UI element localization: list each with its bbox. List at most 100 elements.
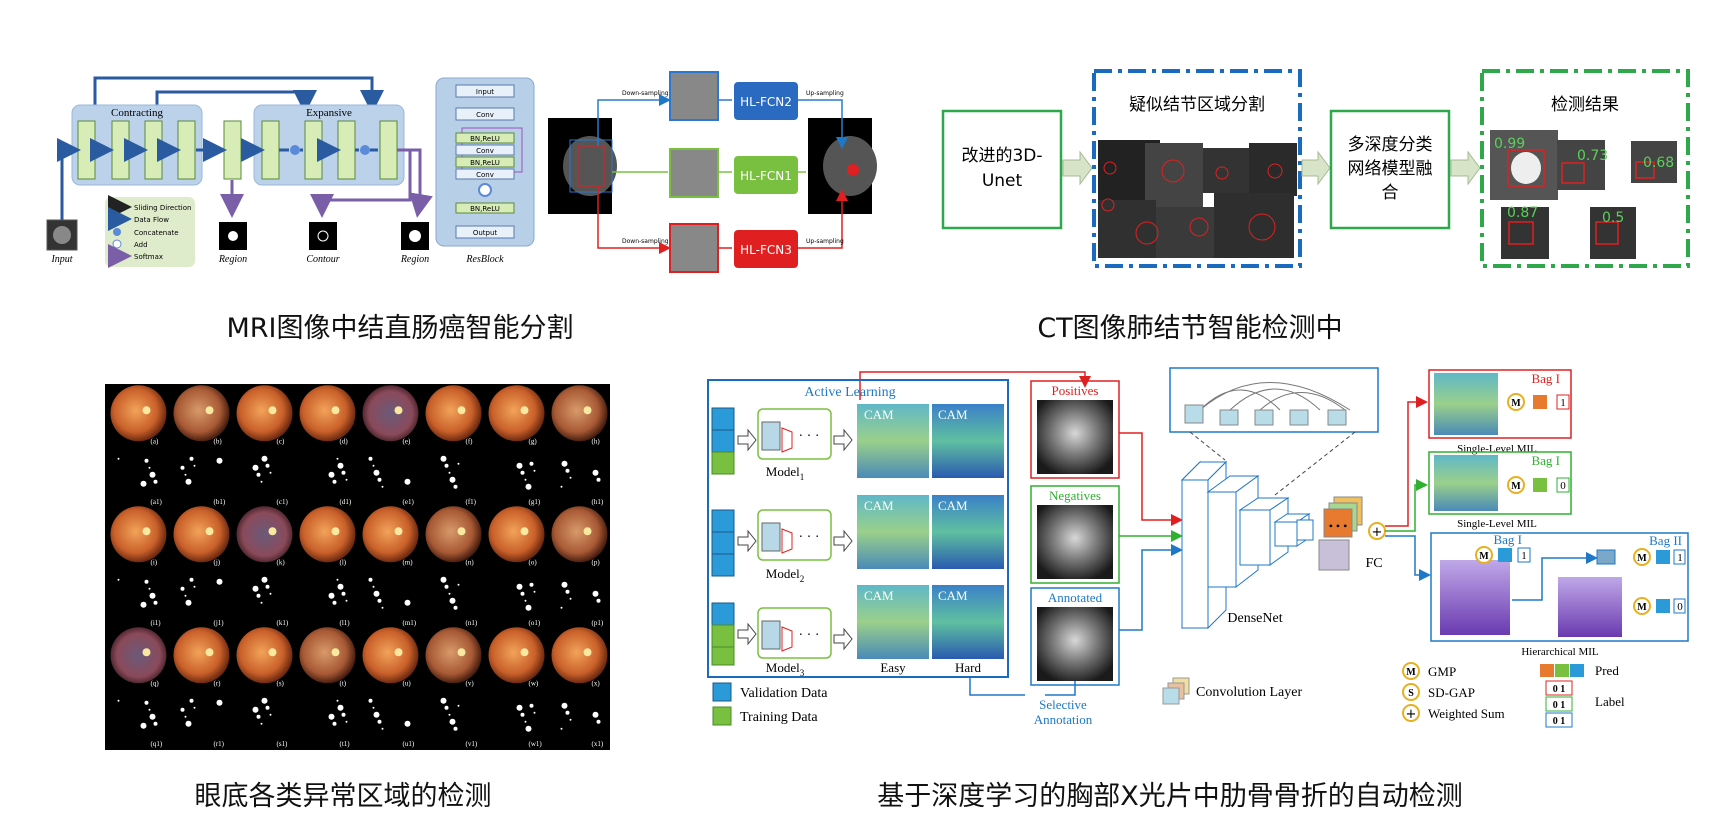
hl-fcn2-block xyxy=(734,82,798,120)
svg-text:Bag I: Bag I xyxy=(1531,453,1560,468)
lesion-spot xyxy=(260,601,263,604)
lesion-spot xyxy=(140,601,147,608)
svg-text:Conv: Conv xyxy=(476,111,494,119)
lesion-spot xyxy=(148,466,151,469)
lesion-spot xyxy=(345,599,348,602)
svg-text:Sliding Direction: Sliding Direction xyxy=(134,204,191,212)
lesion-spot xyxy=(180,465,185,470)
pred-label: Pred xyxy=(1595,663,1619,678)
lesion-spot xyxy=(457,462,460,465)
lesion-spot xyxy=(529,582,534,587)
cam-easy-2 xyxy=(857,495,929,569)
lesion-spot xyxy=(265,705,270,710)
fundus-label: (k1) xyxy=(277,619,289,627)
optic-disc xyxy=(520,527,529,536)
hl-fcn1-block xyxy=(734,156,798,194)
lesion-spot xyxy=(524,478,527,481)
upsampling-1 xyxy=(261,120,280,180)
hl-fcn3-block xyxy=(734,230,798,268)
lesion-spot xyxy=(341,591,346,596)
fundus-label: (s1) xyxy=(277,740,289,748)
fusion-line1: 多深度分类 xyxy=(1348,135,1433,155)
segmentation-box xyxy=(1092,69,1302,268)
lesion-spot xyxy=(140,722,147,729)
hierarchical-mil xyxy=(1430,532,1689,642)
result-box xyxy=(1480,69,1690,268)
fundus-image xyxy=(551,627,608,684)
lesion-spot xyxy=(448,471,451,474)
lesion-spot xyxy=(377,598,382,603)
lesion-spot xyxy=(444,584,449,589)
lesion-spot xyxy=(144,458,149,463)
lesion-spot xyxy=(565,468,570,473)
lesion-spot xyxy=(345,478,348,481)
optic-disc xyxy=(268,406,277,415)
fundus-label: (g) xyxy=(529,437,538,445)
optic-disc xyxy=(268,527,277,536)
resblock-96 xyxy=(144,120,163,180)
fundus-label: (r1) xyxy=(214,740,225,748)
lesion-spot xyxy=(184,473,187,476)
lesion-spot xyxy=(569,597,572,600)
lesion-spot xyxy=(261,455,268,462)
model-row-3: · · · Model3 xyxy=(711,602,853,678)
lesion-spot xyxy=(533,590,536,593)
lesion-spot xyxy=(144,700,149,705)
fundus-image xyxy=(299,385,356,442)
fundus-background xyxy=(105,384,610,750)
lesion-spot xyxy=(149,471,156,478)
lesion-spot xyxy=(332,600,337,605)
lesion-spot xyxy=(373,590,380,597)
lesion-spot xyxy=(252,706,259,713)
lesion-spot xyxy=(256,472,261,477)
fundus-image xyxy=(236,506,293,563)
fundus-label: (m1) xyxy=(403,619,417,627)
svg-text:BN,ReLU: BN,ReLU xyxy=(470,135,500,143)
svg-text:CAM: CAM xyxy=(864,407,894,422)
lesion-spot xyxy=(328,713,335,720)
lesion-spot xyxy=(453,484,458,489)
fundus-label: (c) xyxy=(277,437,285,445)
fundus-label: (u) xyxy=(403,679,412,687)
caption-fundus: 眼底各类异常区域的检测 xyxy=(195,781,492,812)
resblock-48-up xyxy=(379,120,398,180)
lesion-spot xyxy=(185,478,192,485)
add-icon xyxy=(478,183,492,197)
lesion-spot xyxy=(336,699,339,702)
training-data-label: Training Data xyxy=(740,710,818,725)
svg-text:Add: Add xyxy=(134,241,148,249)
fundus-label: (a) xyxy=(151,437,159,445)
optic-disc xyxy=(142,527,151,536)
lesion-spot xyxy=(185,720,192,727)
optic-disc xyxy=(205,527,214,536)
single-level-mil-neg xyxy=(1428,451,1572,515)
svg-text:CAM: CAM xyxy=(864,588,894,603)
fusion-line3: 合 xyxy=(1382,183,1399,203)
lesion-spot xyxy=(448,713,451,716)
fundus-image xyxy=(299,506,356,563)
lesion-spot xyxy=(377,477,382,482)
lesion-spot xyxy=(440,576,447,583)
fundus-label: (c1) xyxy=(277,498,289,506)
lesion-spot xyxy=(368,698,373,703)
lesion-spot xyxy=(185,599,192,606)
lesion-spot xyxy=(529,703,534,708)
lesion-spot xyxy=(269,713,272,716)
lesion-spot xyxy=(525,483,532,490)
selective-label: Selective xyxy=(1039,697,1087,712)
fundus-grid: (a)(b)(c)(d)(e)(f)(g)(h)(a1)(b1)(c1)(d1)… xyxy=(105,384,610,750)
fundus-label: (t1) xyxy=(340,740,351,748)
svg-text:+: + xyxy=(1372,525,1383,540)
hard-label: Hard xyxy=(955,660,981,675)
svg-text:S: S xyxy=(1408,688,1414,699)
validation-data-label: Validation Data xyxy=(740,686,828,701)
lesion-spot xyxy=(596,477,601,482)
fundus-label: (j1) xyxy=(214,619,225,627)
lesion-spot xyxy=(149,713,156,720)
svg-text:Data Flow: Data Flow xyxy=(134,216,169,224)
fundus-label: (x) xyxy=(592,679,601,687)
fundus-image xyxy=(551,385,608,442)
svg-text:0.87: 0.87 xyxy=(1507,205,1538,221)
lesion-spot xyxy=(372,464,375,467)
fundus-label: (g1) xyxy=(529,498,541,506)
